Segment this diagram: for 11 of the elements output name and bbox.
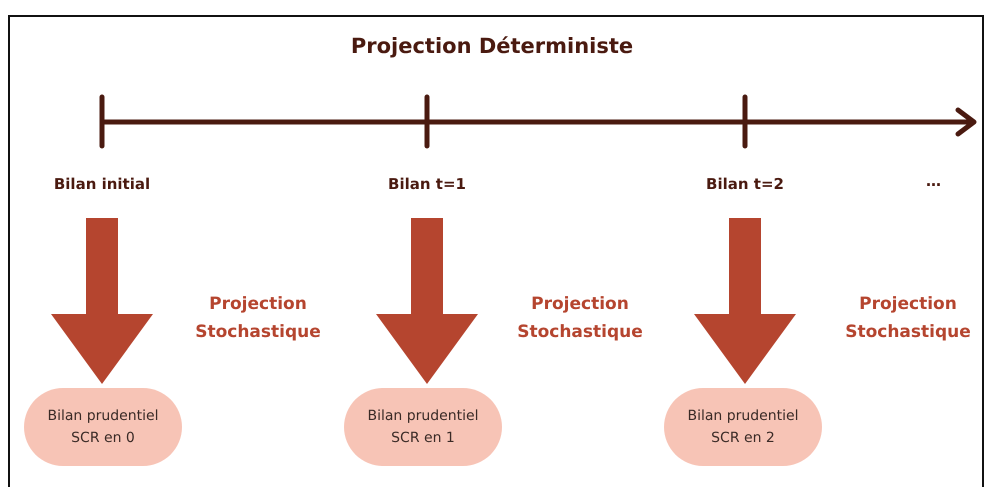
timeline-label: Bilan t=2 [706, 174, 784, 194]
arrow [694, 218, 796, 384]
arrow [376, 218, 478, 384]
balance-pill: Bilan prudentiel SCR en 0 [24, 388, 182, 466]
ellipsis-label: … [926, 172, 941, 190]
balance-pill: Bilan prudentiel SCR en 1 [344, 388, 502, 466]
arrow [51, 218, 153, 384]
balance-pill: Bilan prudentiel SCR en 2 [664, 388, 822, 466]
diagram-title: Projection Déterministe [350, 34, 634, 58]
timeline-label: Bilan t=1 [388, 174, 466, 194]
timeline-label: Bilan initial [54, 174, 150, 194]
